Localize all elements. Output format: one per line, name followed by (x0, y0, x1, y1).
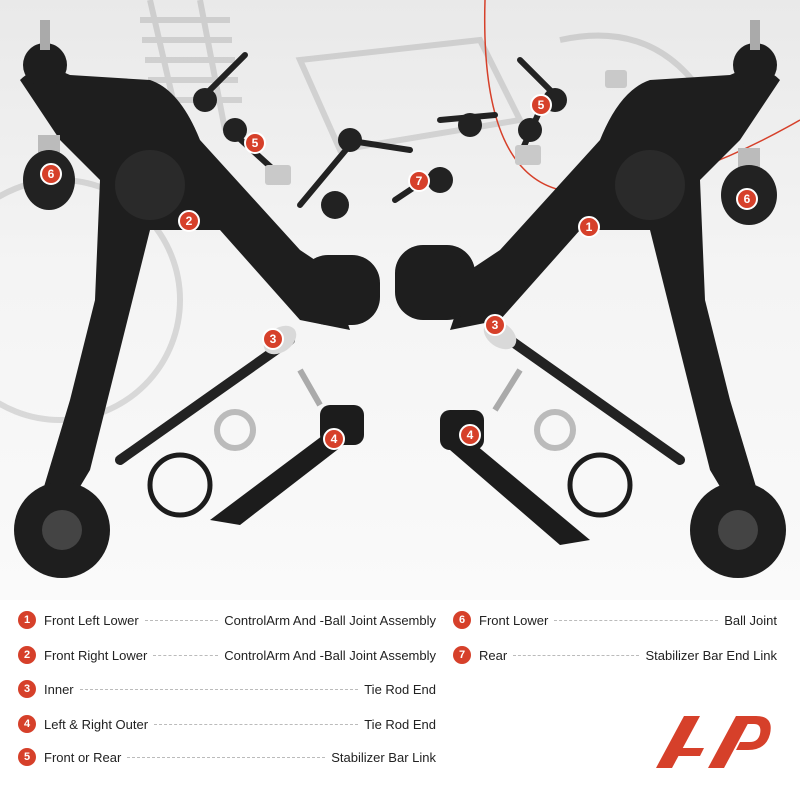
legend-desc: Stabilizer Bar Link (331, 749, 436, 765)
outer-tie-rod-left (210, 368, 364, 525)
leader-line (554, 619, 719, 621)
leader-line (79, 688, 359, 690)
legend-part: Inner (44, 681, 74, 697)
legend-item-6: 6 Front Lower Ball Joint (453, 609, 777, 631)
legend-item-2: 2 Front Right Lower ControlArm And -Ball… (18, 644, 436, 666)
outer-tie-rod-right (440, 368, 590, 545)
leader-line (144, 619, 219, 621)
legend-desc: ControlArm And -Ball Joint Assembly (224, 647, 436, 663)
legend-item-7: 7 Rear Stabilizer Bar End Link (453, 644, 777, 666)
legend-part: Front Right Lower (44, 647, 148, 663)
photo-badge-3-left: 3 (262, 328, 284, 350)
legend-part: Front Lower (479, 612, 549, 628)
photo-badge-3-right: 3 (484, 314, 506, 336)
ball-joint-right (721, 148, 777, 225)
legend-item-3: 3 Inner Tie Rod End (18, 678, 436, 700)
hardware-rings (147, 409, 633, 518)
legend-badge: 2 (18, 646, 36, 664)
legend-desc: Tie Rod End (364, 681, 436, 697)
legend-desc: Stabilizer Bar End Link (645, 647, 777, 663)
legend-desc: Tie Rod End (364, 716, 436, 732)
legend-item-4: 4 Left & Right Outer Tie Rod End (18, 713, 436, 735)
photo-badge-7: 7 (408, 170, 430, 192)
legend-badge: 3 (18, 680, 36, 698)
leader-line (154, 723, 359, 725)
leader-line (153, 654, 219, 656)
parts-illustration (0, 0, 800, 578)
leader-line (513, 654, 640, 656)
legend-desc: Ball Joint (724, 612, 777, 628)
legend-item-1: 1 Front Left Lower ControlArm And -Ball … (18, 609, 436, 631)
legend-badge: 7 (453, 646, 471, 664)
legend-part: Left & Right Outer (44, 716, 149, 732)
legend-badge: 4 (18, 715, 36, 733)
legend-badge: 1 (18, 611, 36, 629)
photo-badge-1: 1 (578, 216, 600, 238)
photo-badge-2: 2 (178, 210, 200, 232)
control-arm-left (14, 20, 380, 578)
link-nuts (265, 70, 627, 185)
link-bushings (193, 88, 567, 219)
legend-part: Front Left Lower (44, 612, 139, 628)
legend-badge: 5 (18, 748, 36, 766)
photo-badge-4-right: 4 (459, 424, 481, 446)
photo-badge-5-right: 5 (530, 94, 552, 116)
brand-logo (656, 716, 771, 768)
control-arm-right (395, 20, 786, 578)
legend-badge: 6 (453, 611, 471, 629)
legend-part: Rear (479, 647, 508, 663)
photo-badge-5-left: 5 (244, 132, 266, 154)
photo-badge-6-right: 6 (736, 188, 758, 210)
legend-item-5: 5 Front or Rear Stabilizer Bar Link (18, 746, 436, 768)
leader-line (127, 756, 326, 758)
legend-desc: ControlArm And -Ball Joint Assembly (224, 612, 436, 628)
photo-badge-6-left: 6 (40, 163, 62, 185)
product-photo: 6 2 5 7 5 1 6 3 4 3 4 (0, 0, 800, 600)
stabilizer-links (202, 52, 563, 208)
photo-badge-4-left: 4 (323, 428, 345, 450)
legend-part: Front or Rear (44, 749, 122, 765)
